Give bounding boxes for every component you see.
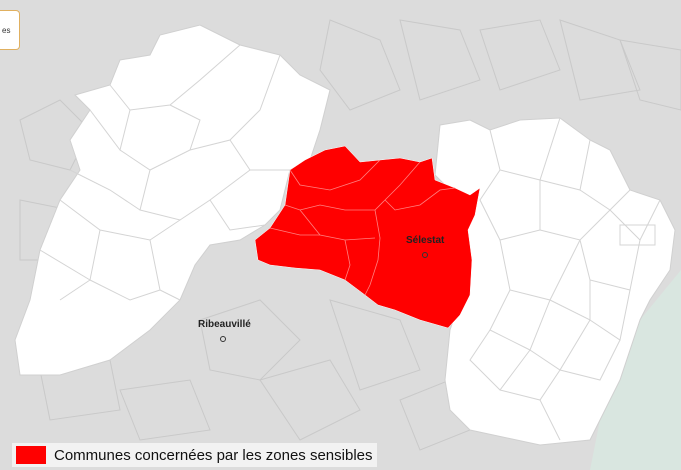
selestat-marker-icon bbox=[422, 252, 428, 258]
legend-swatch-sensitive-zone bbox=[16, 446, 46, 464]
sensitive-zone-commune-borders bbox=[269, 159, 456, 296]
west-commune-borders bbox=[39, 44, 290, 301]
collapsed-panel-tab[interactable]: es bbox=[0, 10, 20, 50]
legend-label: Communes concernées par les zones sensib… bbox=[54, 446, 373, 464]
east-commune-borders bbox=[469, 117, 661, 441]
city-marker-ribeauville[interactable]: Ribeauvillé bbox=[198, 319, 251, 342]
collapsed-panel-tab-text: es bbox=[2, 26, 11, 35]
city-marker-selestat[interactable]: Sélestat bbox=[406, 235, 445, 258]
ribeauville-marker-icon bbox=[220, 336, 226, 342]
sensitive-zone-area[interactable] bbox=[254, 145, 481, 329]
city-label-selestat: Sélestat bbox=[406, 235, 445, 246]
map-legend: Communes concernées par les zones sensib… bbox=[12, 443, 377, 467]
city-label-ribeauville: Ribeauvillé bbox=[198, 319, 251, 330]
water-area bbox=[590, 270, 681, 470]
